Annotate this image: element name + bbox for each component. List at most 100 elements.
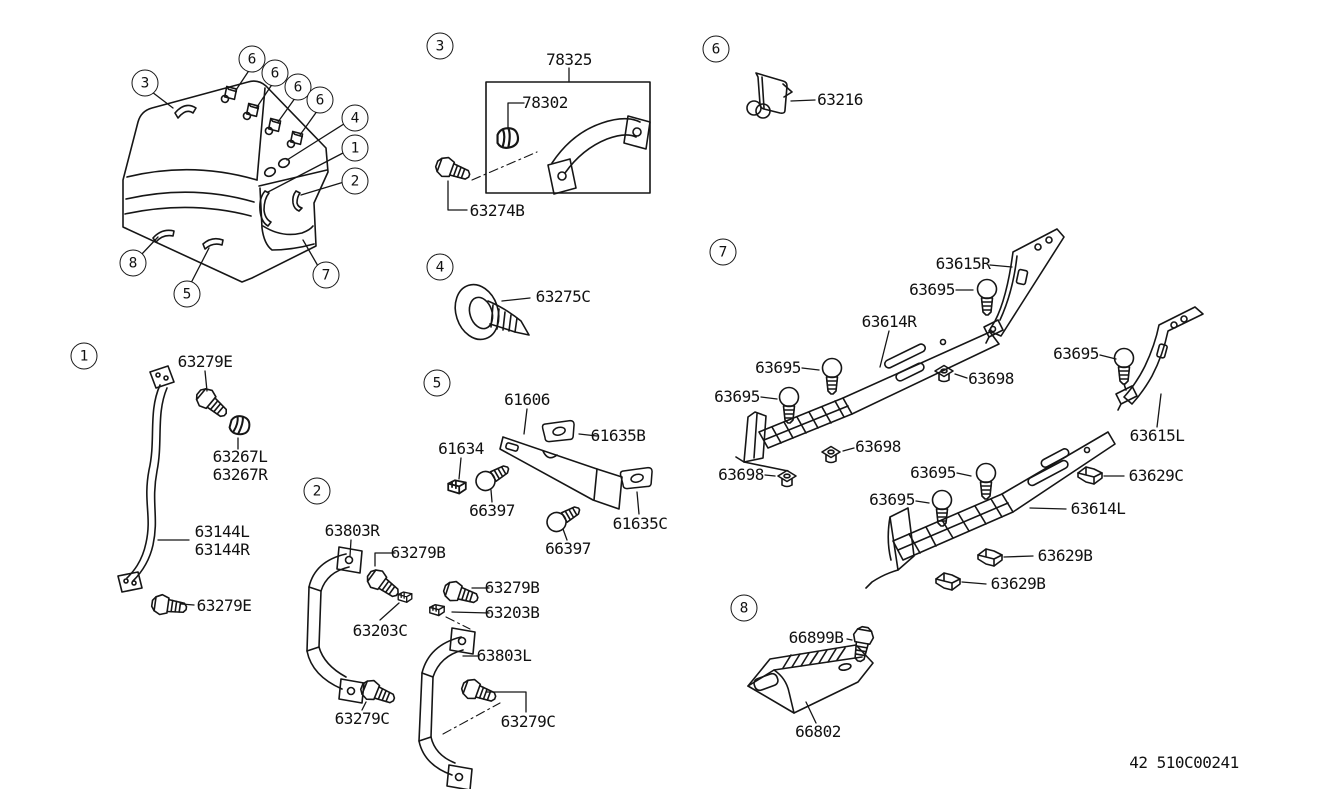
part-label-78302: 78302 bbox=[522, 93, 568, 113]
section-8-art bbox=[747, 624, 876, 724]
section-7-art bbox=[735, 228, 1204, 591]
side-handle-1 bbox=[259, 190, 272, 227]
callout-7-17: 7 bbox=[709, 238, 737, 266]
part-63695-drawing bbox=[821, 357, 843, 395]
callout-3-11: 3 bbox=[426, 32, 454, 60]
cowl-grommet bbox=[277, 157, 291, 169]
part-label-63279e: 63279E bbox=[177, 352, 233, 372]
part-63698-drawing bbox=[777, 469, 797, 488]
callout-1-14: 1 bbox=[70, 342, 98, 370]
callout-6-2: 6 bbox=[261, 59, 289, 87]
part-63695-drawing bbox=[976, 278, 998, 316]
callout-4-13: 4 bbox=[426, 253, 454, 281]
callout-2-7: 2 bbox=[341, 167, 369, 195]
part-63695-drawing bbox=[975, 462, 997, 500]
part-label-63695: 63695 bbox=[714, 387, 760, 407]
front-handle-8 bbox=[152, 229, 175, 243]
part-63629c-drawing bbox=[1077, 466, 1103, 485]
callout-6-1: 6 bbox=[238, 45, 266, 73]
part-label-63279e: 63279E bbox=[196, 596, 252, 616]
callout-1-6: 1 bbox=[341, 134, 369, 162]
part-63615r-drawing bbox=[983, 228, 1065, 344]
part-label-63695: 63695 bbox=[909, 280, 955, 300]
part-61635c-drawing bbox=[618, 463, 657, 494]
part-label-63629b: 63629B bbox=[990, 574, 1046, 594]
part-label-63144l-63144r: 63144L 63144R bbox=[194, 522, 250, 559]
section-3-art bbox=[432, 67, 651, 211]
part-label-66802: 66802 bbox=[795, 722, 841, 742]
part-63279e-bottom-drawing bbox=[149, 592, 189, 619]
part-label-61634: 61634 bbox=[438, 439, 484, 459]
section-5-art bbox=[447, 408, 657, 541]
part-label-63629b: 63629B bbox=[1037, 546, 1093, 566]
part-label-63698: 63698 bbox=[968, 369, 1014, 389]
part-label-63267l-63267r: 63267L 63267R bbox=[212, 447, 268, 484]
part-label-61606: 61606 bbox=[504, 390, 550, 410]
part-label-63695: 63695 bbox=[910, 463, 956, 483]
callout-7-10: 7 bbox=[312, 261, 340, 289]
front-handle-5 bbox=[202, 237, 224, 250]
callout-8-8: 8 bbox=[119, 249, 147, 277]
part-63698-drawing bbox=[821, 445, 841, 464]
part-label-63203b: 63203B bbox=[484, 603, 540, 623]
part-label-63614l: 63614L bbox=[1070, 499, 1126, 519]
part-63216-drawing bbox=[746, 72, 793, 119]
part-label-63279b: 63279B bbox=[484, 578, 540, 598]
part-label-63695: 63695 bbox=[1053, 344, 1099, 364]
section-6-art bbox=[746, 72, 816, 119]
part-label-61635b: 61635B bbox=[590, 426, 646, 446]
part-label-61635c: 61635C bbox=[612, 514, 668, 534]
part-63279e-top-drawing bbox=[191, 383, 233, 423]
detail-box bbox=[485, 81, 651, 194]
section-1-art bbox=[117, 365, 253, 619]
part-61606-drawing bbox=[499, 436, 623, 510]
part-63279c-drawing bbox=[357, 676, 399, 710]
callout-4-5: 4 bbox=[341, 104, 369, 132]
part-label-63615r: 63615R bbox=[935, 254, 991, 274]
part-63803r-drawing bbox=[306, 546, 365, 704]
part-63203b-drawing bbox=[429, 603, 445, 617]
part-label-63203c: 63203C bbox=[352, 621, 408, 641]
part-63695-drawing bbox=[1113, 347, 1135, 385]
section-4-art bbox=[454, 283, 531, 341]
part-label-66397: 66397 bbox=[469, 501, 515, 521]
part-label-63698: 63698 bbox=[855, 437, 901, 457]
callout-2-16: 2 bbox=[303, 477, 331, 505]
part-label-63629c: 63629C bbox=[1128, 466, 1184, 486]
part-label-63803r: 63803R bbox=[324, 521, 380, 541]
part-label-63274b: 63274B bbox=[469, 201, 525, 221]
part-61635b-drawing bbox=[540, 416, 579, 447]
truck-cab-art bbox=[122, 65, 348, 284]
side-handle-2 bbox=[292, 190, 303, 212]
drawing-code: 42 510C00241 bbox=[1129, 753, 1239, 773]
part-label-63279b: 63279B bbox=[390, 543, 446, 563]
callout-5-15: 5 bbox=[423, 369, 451, 397]
part-63629b-drawing bbox=[935, 572, 961, 591]
part-label-66899b: 66899B bbox=[788, 628, 844, 648]
part-63275c-drawing bbox=[454, 283, 530, 341]
part-label-63695: 63695 bbox=[869, 490, 915, 510]
roof-clip-icon bbox=[242, 102, 260, 122]
part-label-63279c: 63279C bbox=[500, 712, 556, 732]
part-66397-drawing bbox=[471, 458, 514, 495]
callout-5-9: 5 bbox=[173, 280, 201, 308]
part-63615l-drawing bbox=[1115, 306, 1204, 411]
part-63803l-drawing bbox=[418, 627, 476, 789]
callout-8-18: 8 bbox=[730, 594, 758, 622]
part-63279b-drawing bbox=[362, 565, 404, 604]
part-78302-drawing bbox=[496, 127, 520, 149]
part-61634-drawing bbox=[447, 479, 467, 495]
cowl-grommet bbox=[263, 166, 277, 178]
part-label-66397: 66397 bbox=[545, 539, 591, 559]
part-63614l-drawing bbox=[865, 431, 1116, 589]
part-label-63614r: 63614R bbox=[861, 312, 917, 332]
part-label-78325: 78325 bbox=[546, 50, 592, 70]
part-63614r-drawing bbox=[735, 331, 1000, 472]
part-66802-drawing bbox=[747, 644, 874, 714]
part-label-63803l: 63803L bbox=[476, 646, 532, 666]
callout-6-12: 6 bbox=[702, 35, 730, 63]
part-63695-drawing bbox=[931, 489, 953, 527]
part-label-63279c: 63279C bbox=[334, 709, 390, 729]
part-label-63695: 63695 bbox=[755, 358, 801, 378]
